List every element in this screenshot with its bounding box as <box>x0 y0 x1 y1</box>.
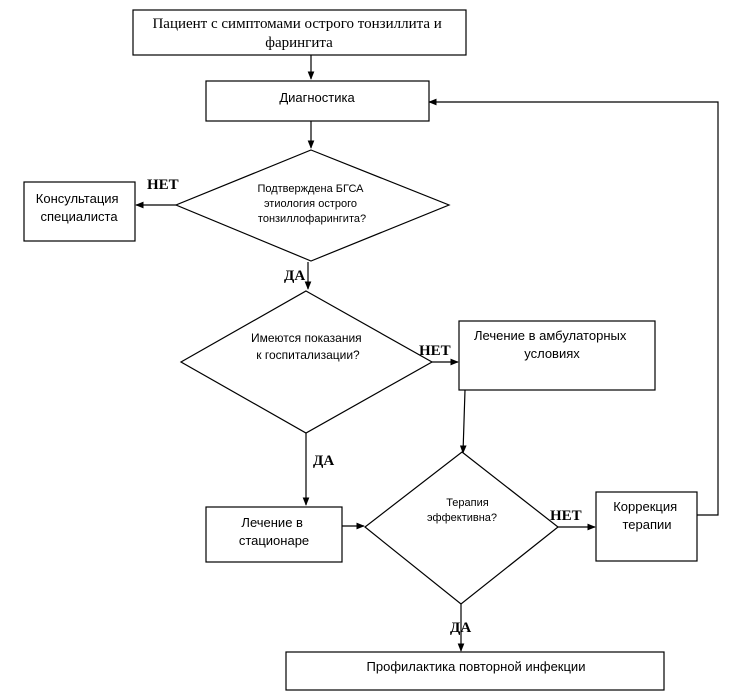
label-hosp-no: НЕТ <box>419 343 451 359</box>
decision-hosp <box>179 290 434 434</box>
node-correction-text: Коррекция терапии <box>613 499 681 532</box>
node-prevention-text: Профилактика повторной инфекции <box>367 659 586 674</box>
decision-effective <box>364 451 559 605</box>
node-inpatient-text: Лечение в стационаре <box>239 515 309 548</box>
node-patient <box>132 9 467 56</box>
label-hosp-yes: ДА <box>313 453 334 469</box>
decision-effective-text: Терапия эффективна? <box>427 497 497 524</box>
node-specialist <box>23 181 136 242</box>
edge-outpatient-to-effective <box>459 389 467 454</box>
decision-bgsa <box>174 149 451 262</box>
edge-correction-to-diagnostics <box>428 98 719 516</box>
label-eff-no: НЕТ <box>550 508 582 524</box>
node-outpatient <box>458 320 656 391</box>
node-diagnostics-text: Диагностика <box>279 90 355 105</box>
decision-bgsa-text: Подтверждена БГСА этиология острого тонз… <box>257 183 366 225</box>
node-patient-text: Пациент с симптомами острого тонзиллита … <box>152 16 445 51</box>
label-eff-yes: ДА <box>450 620 471 636</box>
label-bgsa-no: НЕТ <box>147 177 179 193</box>
node-correction <box>595 491 698 562</box>
node-diagnostics <box>205 80 430 122</box>
node-inpatient <box>205 506 343 563</box>
label-bgsa-yes: ДА <box>284 268 305 284</box>
node-specialist-text: Консультация специалиста <box>36 191 122 224</box>
node-prevention <box>285 651 665 691</box>
node-outpatient-text: Лечение в амбулаторных условиях <box>474 328 630 361</box>
decision-hosp-text: Имеются показания к госпитализации? <box>251 331 365 362</box>
